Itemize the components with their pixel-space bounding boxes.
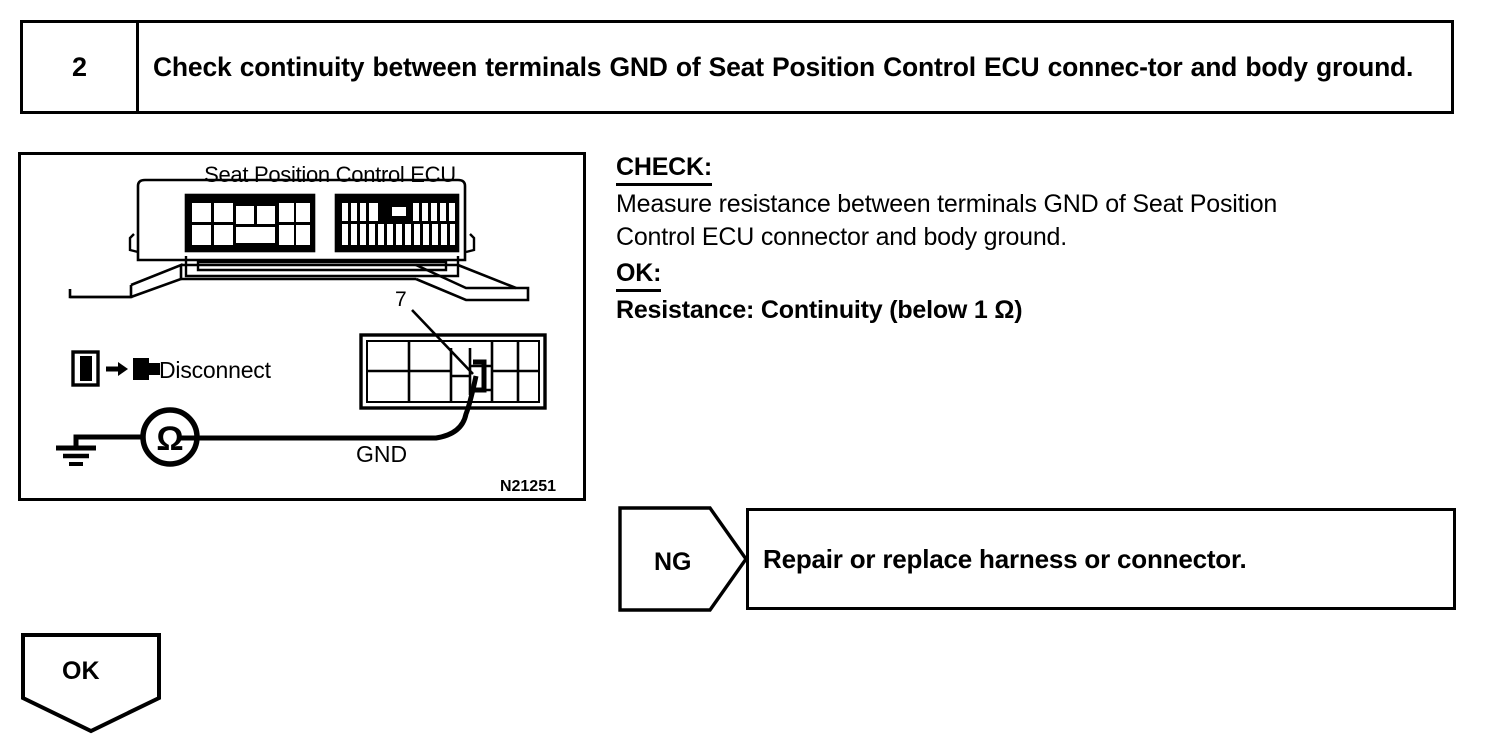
ng-result-row: NG Repair or replace harness or connecto… xyxy=(618,506,1456,612)
step-title-cell: Check continuity between terminals GND o… xyxy=(139,23,1451,111)
figure-code: N21251 xyxy=(499,478,556,495)
ok-heading: OK: xyxy=(616,258,661,292)
ground-wire xyxy=(73,434,143,448)
disconnect-icon xyxy=(71,350,160,387)
gnd-wire xyxy=(178,375,479,441)
repair-action-box: Repair or replace harness or connector. xyxy=(746,508,1456,610)
figure-caption: Seat Position Control ECU xyxy=(204,162,456,187)
check-heading-row: CHECK: xyxy=(616,152,1476,186)
terminal-callout-number: 7 xyxy=(395,288,407,311)
check-instructions: CHECK: Measure resistance between termin… xyxy=(616,152,1476,327)
ng-arrow-shape xyxy=(618,506,748,612)
harness-connector-icon xyxy=(359,333,547,410)
ng-label: NG xyxy=(654,548,692,576)
ecu-bracket-arms-icon xyxy=(68,263,530,302)
resistance-spec: Resistance: Continuity (below 1 Ω) xyxy=(616,296,1023,324)
step-number-cell: 2 xyxy=(23,23,139,111)
gnd-label: GND xyxy=(356,441,408,467)
ecu-illustration: Ω xyxy=(56,178,547,467)
body-ground-icon xyxy=(56,445,96,466)
disconnect-label: Disconnect xyxy=(159,357,271,383)
svg-text:Ω: Ω xyxy=(156,420,183,458)
ecu-mounting-bracket-icon xyxy=(128,233,476,254)
step-title: Check continuity between terminals GND o… xyxy=(153,51,1414,82)
ecu-left-connector-icon xyxy=(184,193,316,253)
step-number: 2 xyxy=(71,51,88,82)
ok-arrow-shape xyxy=(21,633,161,734)
ecu-right-connector-icon xyxy=(334,193,460,253)
repair-action-text: Repair or replace harness or connector. xyxy=(763,543,1247,574)
ok-label: OK xyxy=(62,657,100,685)
ecu-housing-icon xyxy=(136,178,467,262)
check-body-line-1: Measure resistance between terminals GND… xyxy=(616,190,1278,218)
ok-heading-row: OK: xyxy=(616,258,1476,292)
step-header-table: 2 Check continuity between terminals GND… xyxy=(20,20,1454,114)
check-body-line-2: Control ECU connector and body ground. xyxy=(616,223,1068,251)
check-heading: CHECK: xyxy=(616,152,712,186)
